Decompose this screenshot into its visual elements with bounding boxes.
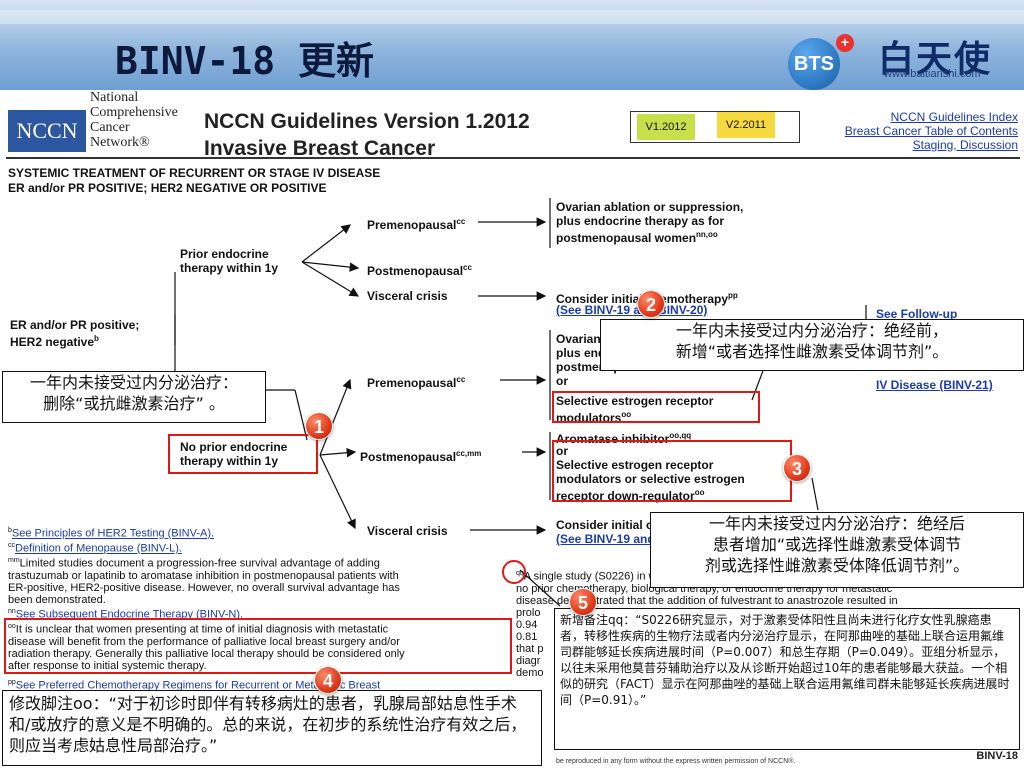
node-no-prior-endocrine: No prior endocrine therapy within 1y xyxy=(180,440,288,468)
tab-v2-2011[interactable]: V2.2011 xyxy=(717,112,775,138)
footnote-nn: nnSee Subsequent Endocrine Therapy (BINV… xyxy=(8,608,244,621)
footnote-pp: ppSee Preferred Chemotherapy Regimens fo… xyxy=(8,679,381,692)
outcome-aromatase-inhibitor: Aromatase inhibitoroo,qq xyxy=(556,431,692,446)
badge-1: 1 xyxy=(305,412,333,440)
brand-url[interactable]: www.baitianshi.com xyxy=(884,68,981,80)
section-heading-2: ER and/or PR POSITIVE; HER2 NEGATIVE OR … xyxy=(8,181,327,195)
highlight-qq-circle xyxy=(502,560,526,584)
footnote-b: bSee Principles of HER2 Testing (BINV-A)… xyxy=(8,527,215,540)
page-number: BINV-18 xyxy=(976,750,1018,762)
badge-3: 3 xyxy=(783,454,811,482)
tab-v1-2012[interactable]: V1.2012 xyxy=(637,114,695,140)
badge-5: 5 xyxy=(569,588,597,616)
callout-2: 一年内未接受过内分泌治疗：绝经前， 新增“或者选择性雌激素受体调节剂”。 xyxy=(600,319,1024,371)
outcome-serm-serd: or Selective estrogen receptor modulator… xyxy=(556,444,745,503)
node-visceral-crisis-2: Visceral crisis xyxy=(367,524,448,538)
title-band-highlight xyxy=(0,10,1024,24)
link-binv-19-20-1[interactable]: (See BINV-19 and BINV-20) xyxy=(556,303,708,317)
link-staging-discussion[interactable]: Staging, Discussion xyxy=(912,138,1018,152)
outcome-ovarian-ablation: Ovarian ablation or suppression, plus en… xyxy=(556,200,744,245)
footnote-b-link[interactable]: See Principles of HER2 Testing (BINV-A). xyxy=(11,527,215,540)
legal-notice: be reproduced in any form without the ex… xyxy=(556,758,796,765)
nccn-logo: NCCN xyxy=(8,110,86,152)
version-tabs-frame xyxy=(630,111,800,143)
link-table-of-contents[interactable]: Breast Cancer Table of Contents xyxy=(844,124,1018,138)
section-heading-1: SYSTEMIC TREATMENT OF RECURRENT OR STAGE… xyxy=(8,166,381,180)
highlight-serm xyxy=(552,391,760,423)
link-guidelines-index[interactable]: NCCN Guidelines Index xyxy=(890,110,1018,124)
bts-logo-icon: BTS xyxy=(788,38,840,90)
footnote-oo: ooIt is unclear that women presenting at… xyxy=(8,623,405,672)
link-follow-up[interactable]: See Follow-up xyxy=(876,307,958,321)
callout-4: 修改脚注oo：“对于初诊时即伴有转移病灶的患者，乳腺局部姑息性手术和/或放疗的意… xyxy=(2,690,542,766)
footnote-mm: mmLimited studies document a progression… xyxy=(8,557,400,606)
node-root: ER and/or PR positive; HER2 negativeb xyxy=(10,318,140,349)
brand-name: 白天使 xyxy=(878,38,993,80)
callout-1: 一年内未接受过内分泌治疗： 删除“或抗雌激素治疗” 。 xyxy=(2,371,266,423)
footnote-nn-link[interactable]: See Subsequent Endocrine Therapy (BINV-N… xyxy=(15,608,244,621)
badge-4: 4 xyxy=(314,666,342,694)
highlight-footnote-oo xyxy=(4,618,512,674)
badge-2: 2 xyxy=(637,290,665,318)
footnote-pp-link[interactable]: See Preferred Chemotherapy Regimens for … xyxy=(15,679,381,692)
highlight-no-prior xyxy=(168,434,318,474)
node-postmenopausal-2: Postmenopausalcc,mm xyxy=(360,449,482,464)
node-postmenopausal-1: Postmenopausalcc xyxy=(367,263,472,278)
node-premenopausal-2: Premenopausalcc xyxy=(367,375,466,390)
guideline-title: Invasive Breast Cancer xyxy=(204,137,436,160)
footnote-cc-link[interactable]: Definition of Menopause (BINV-L). xyxy=(15,542,182,555)
highlight-serm-serd xyxy=(552,440,792,502)
plus-icon: + xyxy=(836,34,854,52)
node-prior-endocrine: Prior endocrine therapy within 1y xyxy=(180,247,279,275)
header-rule xyxy=(6,157,1020,159)
callout-3: 一年内未接受过内分泌治疗：绝经后 患者增加“或选择性雌激素受体调节 剂或选择性雌… xyxy=(650,512,1024,588)
org-name: National Comprehensive Cancer Network® xyxy=(90,90,178,150)
node-premenopausal-1: Premenopausalcc xyxy=(367,217,466,232)
link-stage-iv-binv-21[interactable]: IV Disease (BINV-21) xyxy=(876,378,993,392)
callout-5: 新增备注qq：“S0226研究显示，对于激素受体阳性且尚未进行化疗女性乳腺癌患者… xyxy=(554,608,1020,750)
footnote-cc: ccDefinition of Menopause (BINV-L). xyxy=(8,542,182,555)
node-visceral-crisis-1: Visceral crisis xyxy=(367,289,448,303)
guideline-version: NCCN Guidelines Version 1.2012 xyxy=(204,110,530,133)
slide-title: BINV-18 更新 xyxy=(115,39,375,83)
